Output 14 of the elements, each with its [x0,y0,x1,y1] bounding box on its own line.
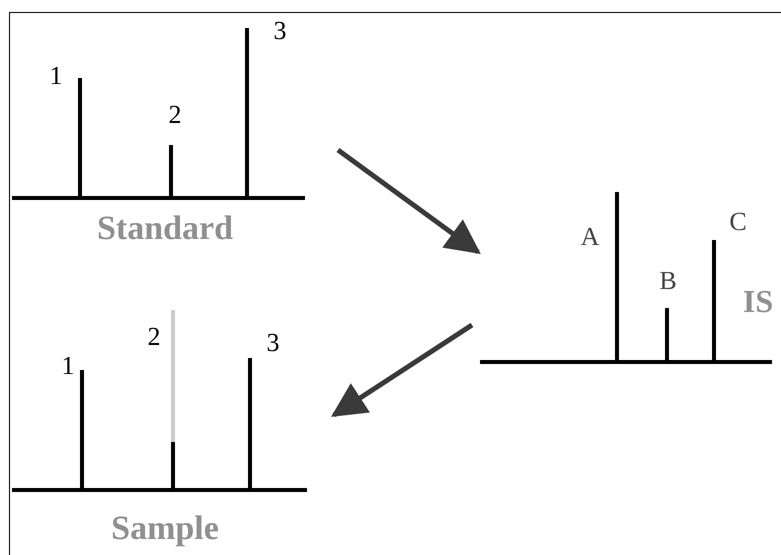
arrow [331,322,474,418]
peak-label: 3 [266,330,280,356]
spectrum-title: IS [742,285,774,317]
peak-label: 1 [62,353,74,379]
peak-label: 2 [168,102,182,128]
arrow [336,148,481,254]
peak-label: C [729,209,747,235]
peak-label: A [580,224,600,250]
peak-label: 2 [148,324,160,350]
peak-label: 1 [50,63,62,89]
spectrum-title: Sample [111,512,219,546]
spectrum-title: Standard [96,212,234,246]
peak-label: 3 [274,18,286,44]
peak-label: B [659,268,677,294]
